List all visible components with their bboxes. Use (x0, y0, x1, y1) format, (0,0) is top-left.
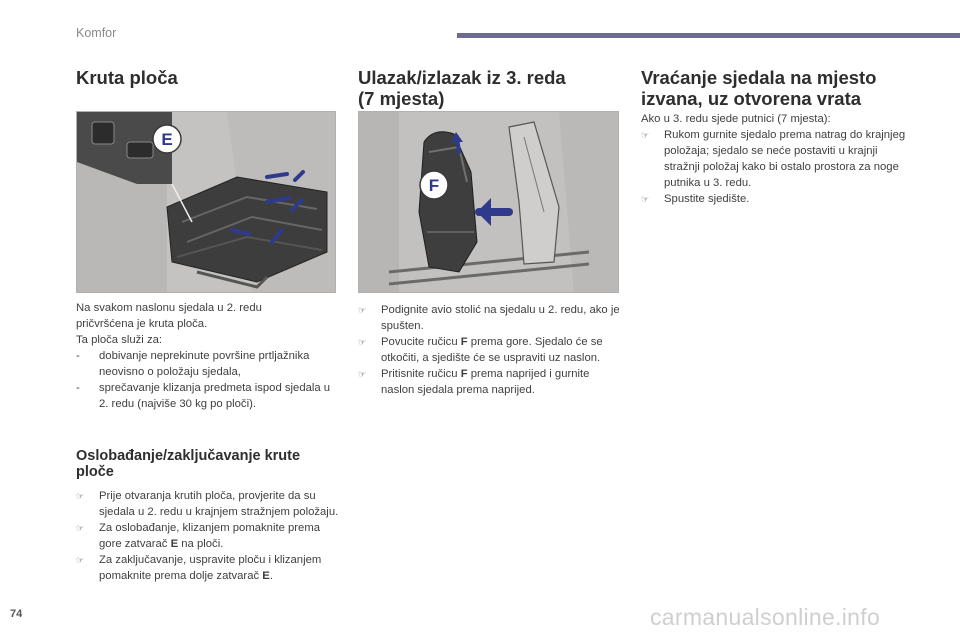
return-seat-intro: Ako u 3. redu sjede putnici (7 mjesta): (641, 111, 916, 127)
release-lock-steps: Prije otvaranja krutih ploča, provjerite… (76, 488, 341, 584)
callout-e-label: E (161, 130, 172, 149)
illustration-rigid-panel: E (76, 111, 336, 293)
list-item: sprečavanje klizanja predmeta ispod sjed… (76, 380, 341, 412)
heading-3rd-row-access: Ulazak/izlazak iz 3. reda(7 mjesta) (358, 67, 566, 109)
header-bar (457, 33, 960, 38)
rigid-panel-description: Na svakom naslonu sjedala u 2. redu prič… (76, 300, 341, 412)
list-item: Podignite avio stolić na sjedalu u 2. re… (358, 302, 623, 334)
uses-list: dobivanje neprekinute površine prtljažni… (76, 348, 341, 412)
list-item: Pritisnite ručicu F prema naprijed i gur… (358, 366, 623, 398)
list-item: Povucite ručicu F prema gore. Sjedalo će… (358, 334, 623, 366)
list-item: Prije otvaranja krutih ploča, provjerite… (76, 488, 341, 520)
list-item: Rukom gurnite sjedalo prema natrag do kr… (641, 127, 916, 191)
list-item: Za zaključavanje, uspravite ploču i kliz… (76, 552, 341, 584)
return-seat-steps: Rukom gurnite sjedalo prema natrag do kr… (641, 127, 916, 207)
list-item: dobivanje neprekinute površine prtljažni… (76, 348, 341, 380)
list-item: Za oslobađanje, klizanjem pomaknite prem… (76, 520, 341, 552)
callout-f-label: F (429, 176, 439, 195)
illustration-seat-handle: F (358, 111, 619, 293)
heading-kruta-ploca: Kruta ploča (76, 67, 178, 88)
access-steps: Podignite avio stolić na sjedalu u 2. re… (358, 302, 623, 398)
subheading-release-lock: Oslobađanje/zaključavanje krute ploče (76, 448, 301, 480)
intro-line-2: pričvršćena je kruta ploča. (76, 318, 208, 330)
intro-line: Ako u 3. redu sjede putnici (7 mjesta): (641, 113, 831, 125)
section-title: Komfor (76, 26, 117, 40)
page-number: 74 (10, 608, 23, 620)
list-item: Spustite sjedište. (641, 191, 916, 207)
intro-line-1: Na svakom naslonu sjedala u 2. redu (76, 302, 262, 314)
intro-line-3: Ta ploča služi za: (76, 334, 163, 346)
watermark: carmanualsonline.info (650, 604, 881, 630)
